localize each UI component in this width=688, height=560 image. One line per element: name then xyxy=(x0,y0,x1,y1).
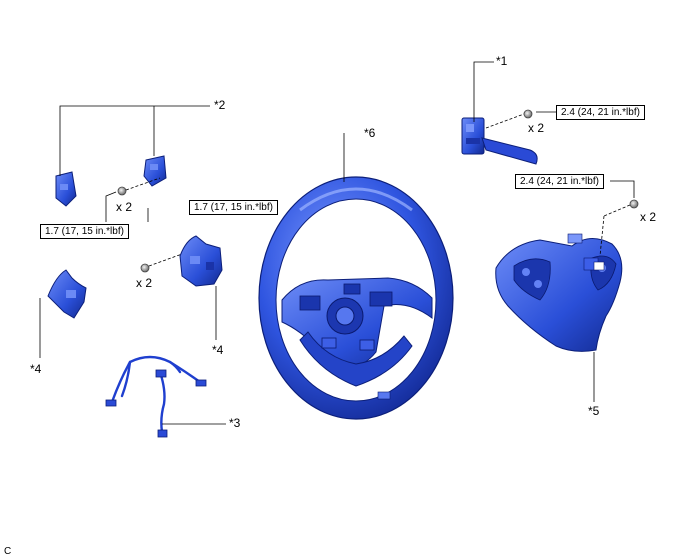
steering-wheel xyxy=(258,176,454,420)
paddle-shift-switch-center xyxy=(179,235,223,287)
illustration-code: C xyxy=(4,546,12,557)
callout-3: *3 xyxy=(229,416,241,430)
torque-spec-paddle-cover: 1.7 (17, 15 in.*lbf) xyxy=(40,224,129,239)
callout-4-left: *4 xyxy=(30,362,42,376)
installation-dashed-lines xyxy=(125,113,631,267)
quantity-label: x 2 xyxy=(528,121,545,135)
torque-spec-combination-switch: 2.4 (24, 21 in.*lbf) xyxy=(556,105,645,120)
wire-harness xyxy=(110,355,202,434)
steering-pad-switch-assembly xyxy=(495,233,623,352)
callout-4-center: *4 xyxy=(212,343,224,357)
leader-lines xyxy=(39,61,635,425)
torque-spec-paddle-switch: 1.7 (17, 15 in.*lbf) xyxy=(189,200,278,215)
quantity-label: x 2 xyxy=(640,210,657,224)
quantity-label: x 2 xyxy=(136,276,153,290)
paddle-switch-cover-left xyxy=(55,171,77,207)
bolt-icons xyxy=(117,109,639,273)
callout-6: *6 xyxy=(364,126,376,140)
quantity-label: x 2 xyxy=(116,200,133,214)
paddle-shift-switch-left xyxy=(47,269,87,319)
torque-spec-steering-pad: 2.4 (24, 21 in.*lbf) xyxy=(515,174,604,189)
callout-1: *1 xyxy=(496,54,508,68)
wire-harness-connectors xyxy=(105,369,207,438)
paddle-switch-cover-right xyxy=(143,155,167,187)
combination-switch xyxy=(461,117,538,165)
callout-2: *2 xyxy=(214,98,226,112)
callout-5: *5 xyxy=(588,404,600,418)
